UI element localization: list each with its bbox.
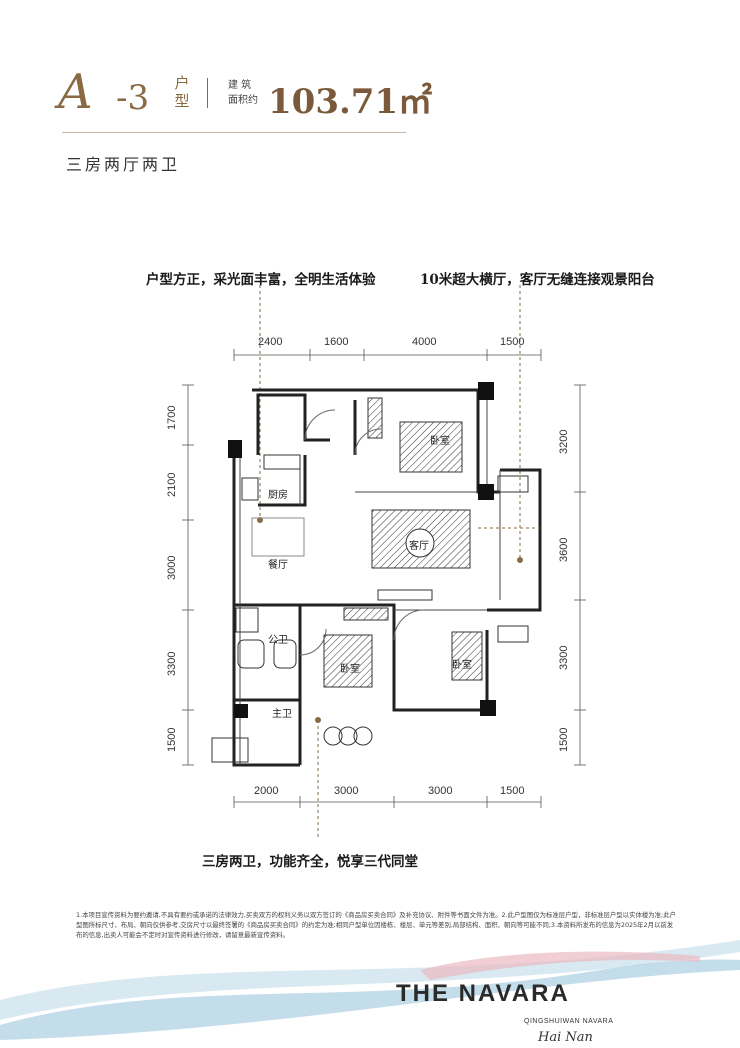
room-public-bath: 公卫	[268, 635, 288, 646]
room-living: 客厅	[409, 541, 429, 552]
dim-left-5: 1500	[166, 727, 178, 752]
dimension-lines	[182, 349, 586, 808]
dim-left-3: 3000	[166, 555, 178, 580]
dim-top-2: 1600	[324, 336, 349, 348]
dim-bottom-4: 1500	[500, 785, 525, 797]
room-bedroom-mid: 卧室	[340, 664, 360, 675]
brand-name: THE NAVARA	[396, 980, 570, 1007]
title-divider	[62, 132, 406, 133]
brand-location: Hai Nan	[538, 1030, 593, 1045]
room-kitchen: 厨房	[268, 490, 288, 501]
dim-right-1: 3200	[558, 429, 570, 454]
area-label: 建 筑 面积约	[228, 78, 264, 108]
room-bedroom-top: 卧室	[430, 436, 450, 447]
dim-left-2: 2100	[166, 472, 178, 497]
room-bedroom-right: 卧室	[452, 660, 472, 671]
decorative-waves	[0, 940, 740, 1040]
caption-top-right: 10米超大横厅，客厅无缝连接观景阳台	[420, 272, 655, 288]
dim-top-4: 1500	[500, 336, 525, 348]
inner-walls	[239, 395, 501, 765]
type-label-bottom: 型	[174, 92, 190, 110]
room-dining: 餐厅	[268, 560, 288, 571]
room-master-bath: 主卫	[272, 709, 292, 720]
dim-bottom-3: 3000	[428, 785, 453, 797]
dim-top-1: 2400	[258, 336, 283, 348]
brand-subtitle: QINGSHUIWAN NAVARA	[524, 1018, 614, 1025]
area-label-line1: 建 筑	[228, 80, 252, 91]
furniture	[211, 397, 529, 763]
type-label: 户 型	[174, 74, 190, 110]
dim-right-4: 1500	[558, 727, 570, 752]
dim-bottom-2: 3000	[334, 785, 359, 797]
dim-right-2: 3600	[558, 537, 570, 562]
type-letter: A	[58, 64, 93, 120]
type-label-top: 户	[174, 74, 190, 92]
dim-left-4: 3300	[166, 651, 178, 676]
dim-top-3: 4000	[412, 336, 437, 348]
caption-top-left: 户型方正，采光面丰富，全明生活体验	[146, 272, 376, 288]
dim-bottom-1: 2000	[254, 785, 279, 797]
disclaimer: 1.本项目宣传资料为要约邀请,不具有要约或承诺的法律效力,买卖双方的权利义务以双…	[76, 911, 676, 939]
floor-plan	[182, 285, 586, 840]
caption-bottom: 三房两卫，功能齐全，悦享三代同堂	[202, 854, 418, 870]
columns	[228, 382, 496, 718]
header-separator	[207, 78, 208, 108]
area-label-line2: 面积约	[228, 95, 258, 106]
dim-right-3: 3300	[558, 645, 570, 670]
dim-left-1: 1700	[166, 405, 178, 430]
layout-name: 三房两厅两卫	[66, 155, 181, 174]
area-value: 103.71㎡	[268, 82, 433, 122]
type-number: -3	[116, 78, 150, 118]
